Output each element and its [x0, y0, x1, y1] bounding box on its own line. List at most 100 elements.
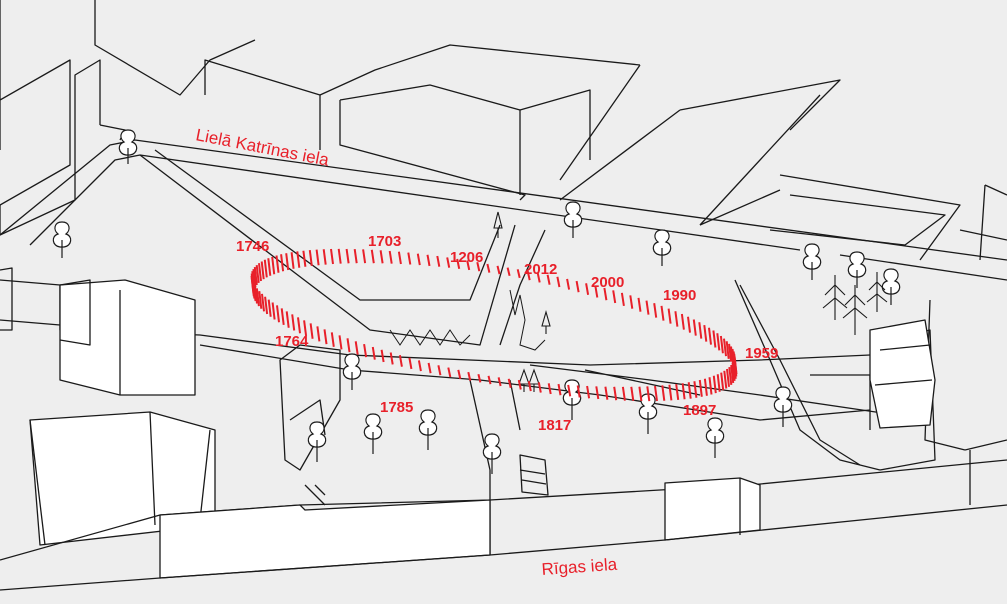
tree-icon — [652, 229, 672, 266]
tree-icon — [52, 221, 72, 258]
timeline-tick — [362, 249, 367, 264]
timeline-tick — [467, 371, 472, 381]
timeline-tick — [407, 252, 412, 265]
timeline-tick — [731, 362, 736, 382]
timeline-tick — [496, 265, 501, 275]
tree-icon — [773, 386, 793, 427]
timeline-tick — [660, 305, 665, 321]
timeline-tick — [427, 362, 432, 374]
timeline-tick — [338, 335, 343, 350]
year-label: 1703 — [368, 233, 401, 250]
timeline-tick — [271, 302, 276, 320]
timeline-tick — [612, 290, 617, 304]
street-linework — [0, 0, 1007, 591]
timeline-tick — [667, 308, 672, 324]
year-label: 1206 — [450, 249, 483, 266]
timeline-tick — [380, 349, 385, 363]
timeline-tick — [346, 338, 351, 353]
timeline-tick — [285, 311, 290, 328]
timeline-tick — [629, 295, 634, 309]
timeline-tick — [566, 278, 571, 290]
timeline-tick — [712, 375, 717, 394]
tree-icons — [52, 129, 901, 474]
timeline-tick — [290, 252, 295, 269]
timeline-tick — [646, 386, 651, 402]
timeline-tick — [466, 260, 471, 271]
timeline-tick — [370, 249, 375, 264]
timeline-tick — [576, 385, 581, 398]
year-label: 1817 — [538, 417, 571, 434]
timeline-tick — [716, 374, 721, 392]
timeline-tick — [527, 381, 532, 392]
timeline-tick — [371, 346, 376, 360]
timeline-tick — [536, 272, 541, 283]
year-label: 2012 — [524, 261, 557, 278]
timeline-tick — [456, 258, 461, 269]
timeline-tick — [251, 271, 256, 290]
tree-icon — [802, 243, 822, 280]
timeline-tick — [698, 322, 703, 339]
timeline-tick — [506, 267, 511, 277]
timeline-tick — [621, 386, 626, 401]
timeline-tick — [309, 323, 314, 339]
timeline-tick — [653, 303, 658, 318]
timeline-tick — [263, 259, 268, 278]
timeline-tick — [291, 314, 296, 331]
timeline-tick — [258, 263, 262, 282]
timeline-tick — [680, 313, 685, 330]
timeline-tick — [408, 357, 413, 370]
tree-icon — [482, 433, 502, 474]
timeline-tick — [275, 255, 280, 273]
timeline-tick — [260, 261, 265, 280]
tree-icon — [705, 417, 725, 458]
timeline-tick — [296, 251, 301, 268]
timeline-tick — [595, 386, 600, 400]
tree-icon — [418, 409, 438, 450]
timeline-tick — [613, 386, 618, 401]
timeline-tick — [271, 256, 276, 275]
timeline-tick — [308, 249, 313, 267]
hedge — [509, 289, 546, 351]
timeline-tick — [585, 283, 590, 295]
timeline-tick — [638, 386, 643, 402]
timeline-tick — [604, 386, 609, 400]
timeline-tick — [575, 280, 580, 293]
street-label-north: Lielā Katrīnas iela — [194, 125, 331, 170]
timeline-tick — [692, 319, 697, 336]
timeline-tick — [693, 381, 698, 398]
timeline-tick — [719, 335, 724, 354]
timeline-tick — [586, 385, 591, 399]
timeline-tick — [712, 330, 717, 348]
timeline-tick — [516, 269, 521, 279]
timeline-tick — [567, 384, 572, 397]
tree-icon — [563, 201, 583, 238]
tree-icon — [118, 129, 138, 164]
timeline-tick — [687, 382, 692, 399]
timeline-tick — [255, 288, 260, 307]
timeline-tick — [654, 385, 658, 402]
timeline-tick — [526, 270, 531, 281]
year-label: 1785 — [380, 399, 413, 416]
timeline-tick — [437, 365, 442, 376]
timeline-tick — [703, 324, 708, 342]
timeline-tick — [264, 296, 269, 315]
timeline-tick — [254, 285, 258, 304]
timeline-tick — [620, 292, 625, 307]
year-label: 1764 — [275, 333, 309, 350]
timeline-tick — [687, 316, 691, 333]
timeline-tick — [253, 266, 258, 286]
tree-icon — [342, 353, 362, 390]
timeline-tick — [557, 383, 562, 396]
timeline-tick — [723, 370, 728, 389]
timeline-tick — [668, 384, 673, 401]
year-label: 1746 — [236, 238, 269, 255]
timeline-tick — [267, 258, 272, 276]
year-labels: 1746 1703 1206 2012 2000 1990 1959 1764 … — [236, 233, 778, 434]
timeline-tick — [280, 308, 285, 326]
timeline-tick — [315, 249, 320, 266]
timeline-tick — [436, 255, 441, 267]
timeline-tick — [363, 343, 368, 358]
tree-icon — [847, 251, 867, 288]
timeline-tick — [661, 385, 666, 401]
timeline-tick — [353, 248, 358, 264]
